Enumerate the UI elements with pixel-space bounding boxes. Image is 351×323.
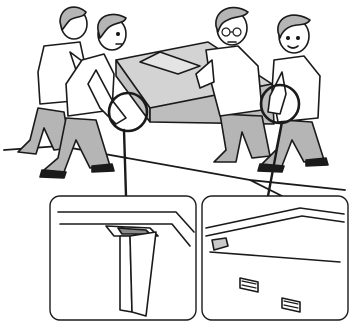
callout-line-left xyxy=(124,130,126,196)
main-scene xyxy=(4,7,345,200)
right-handhold-detail xyxy=(202,196,348,320)
person-back-right xyxy=(196,8,270,162)
left-handhold-detail xyxy=(50,196,196,320)
